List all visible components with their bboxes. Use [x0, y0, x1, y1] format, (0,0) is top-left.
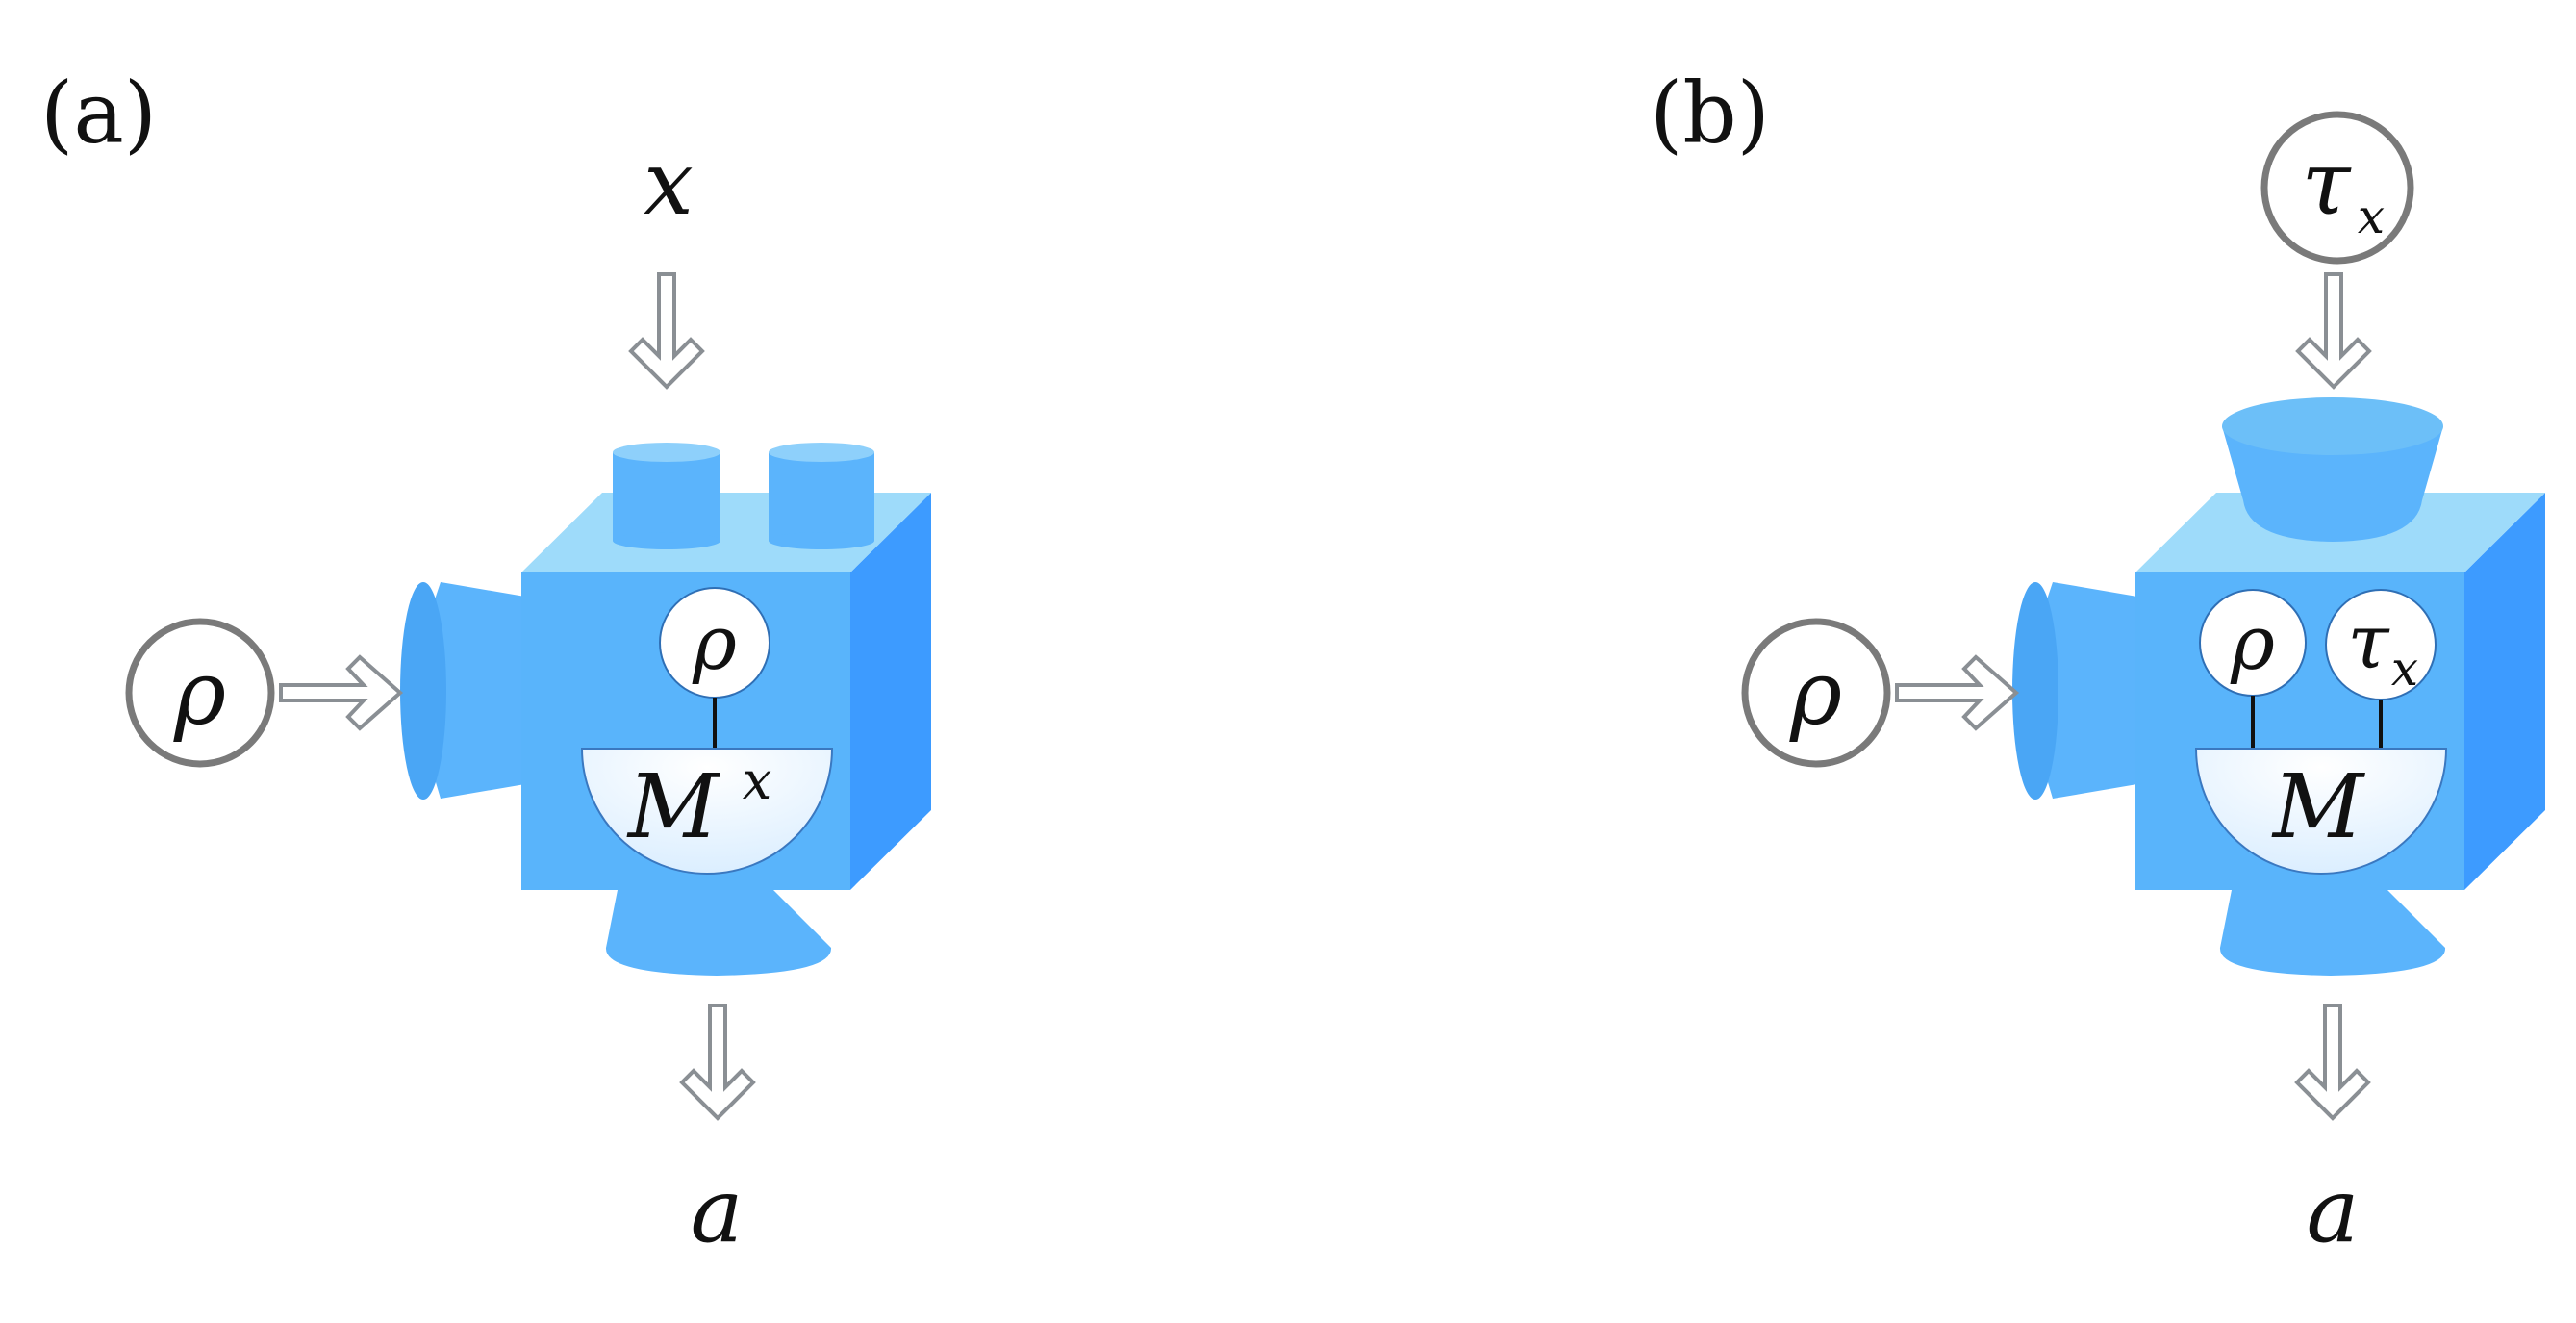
panel-b-output-arrow — [2294, 1004, 2371, 1121]
panel-b-left-port — [2012, 582, 2137, 800]
panel-b-inner-state-subscript-2: x — [2391, 641, 2418, 697]
panel-b-box-side-face — [2464, 493, 2545, 890]
panel-a-state-symbol: ρ — [173, 642, 226, 745]
panel-a-meter — [580, 748, 834, 875]
panel-a-label: (a) — [40, 64, 157, 163]
panel-b-input-state-subscript: x — [2358, 189, 2385, 244]
panel-a-left-port — [400, 582, 525, 800]
panel-b-label: (b) — [1650, 64, 1770, 163]
panel-a-output-arrow — [679, 1004, 756, 1121]
panel-b-state-symbol: ρ — [1789, 642, 1842, 745]
panel-b-output-symbol: a — [2307, 1159, 2360, 1262]
panel-a: (a) x ρ — [40, 64, 931, 1262]
panel-a-input-arrow — [628, 272, 705, 390]
panel-a-box-side-face — [850, 493, 931, 890]
panel-a-input-symbol: x — [644, 132, 694, 235]
panel-b-state-arrow — [1895, 654, 2020, 731]
panel-b-input-arrow — [2295, 272, 2372, 390]
panel-b-inner-state-symbol-1: ρ — [2230, 600, 2275, 687]
panel-b-top-port — [2222, 397, 2443, 542]
panel-a-inner-state-symbol: ρ — [692, 600, 737, 687]
panel-a-meter-superscript: x — [743, 751, 771, 811]
panel-a-meter-symbol: M — [626, 755, 721, 858]
panel-a-state-arrow — [279, 654, 404, 731]
panel-b-meter — [2194, 748, 2448, 875]
panel-a-top-port-1 — [613, 443, 720, 549]
panel-a-top-port-2 — [769, 443, 874, 549]
panel-a-state-circle — [125, 618, 275, 768]
panel-b-state-circle — [1741, 618, 1891, 768]
panel-a-output-symbol: a — [691, 1159, 744, 1262]
panel-b: (b) τ x ρ τ x — [1650, 64, 2545, 1262]
panel-b-bottom-port — [2219, 890, 2446, 976]
panel-b-inner-state-symbol-2: τ — [2347, 599, 2390, 686]
panel-b-meter-symbol: M — [2271, 755, 2366, 858]
panel-b-input-state-circle — [2260, 111, 2414, 265]
panel-a-bottom-port — [605, 890, 832, 976]
panel-b-input-state-symbol: τ — [2302, 132, 2353, 235]
